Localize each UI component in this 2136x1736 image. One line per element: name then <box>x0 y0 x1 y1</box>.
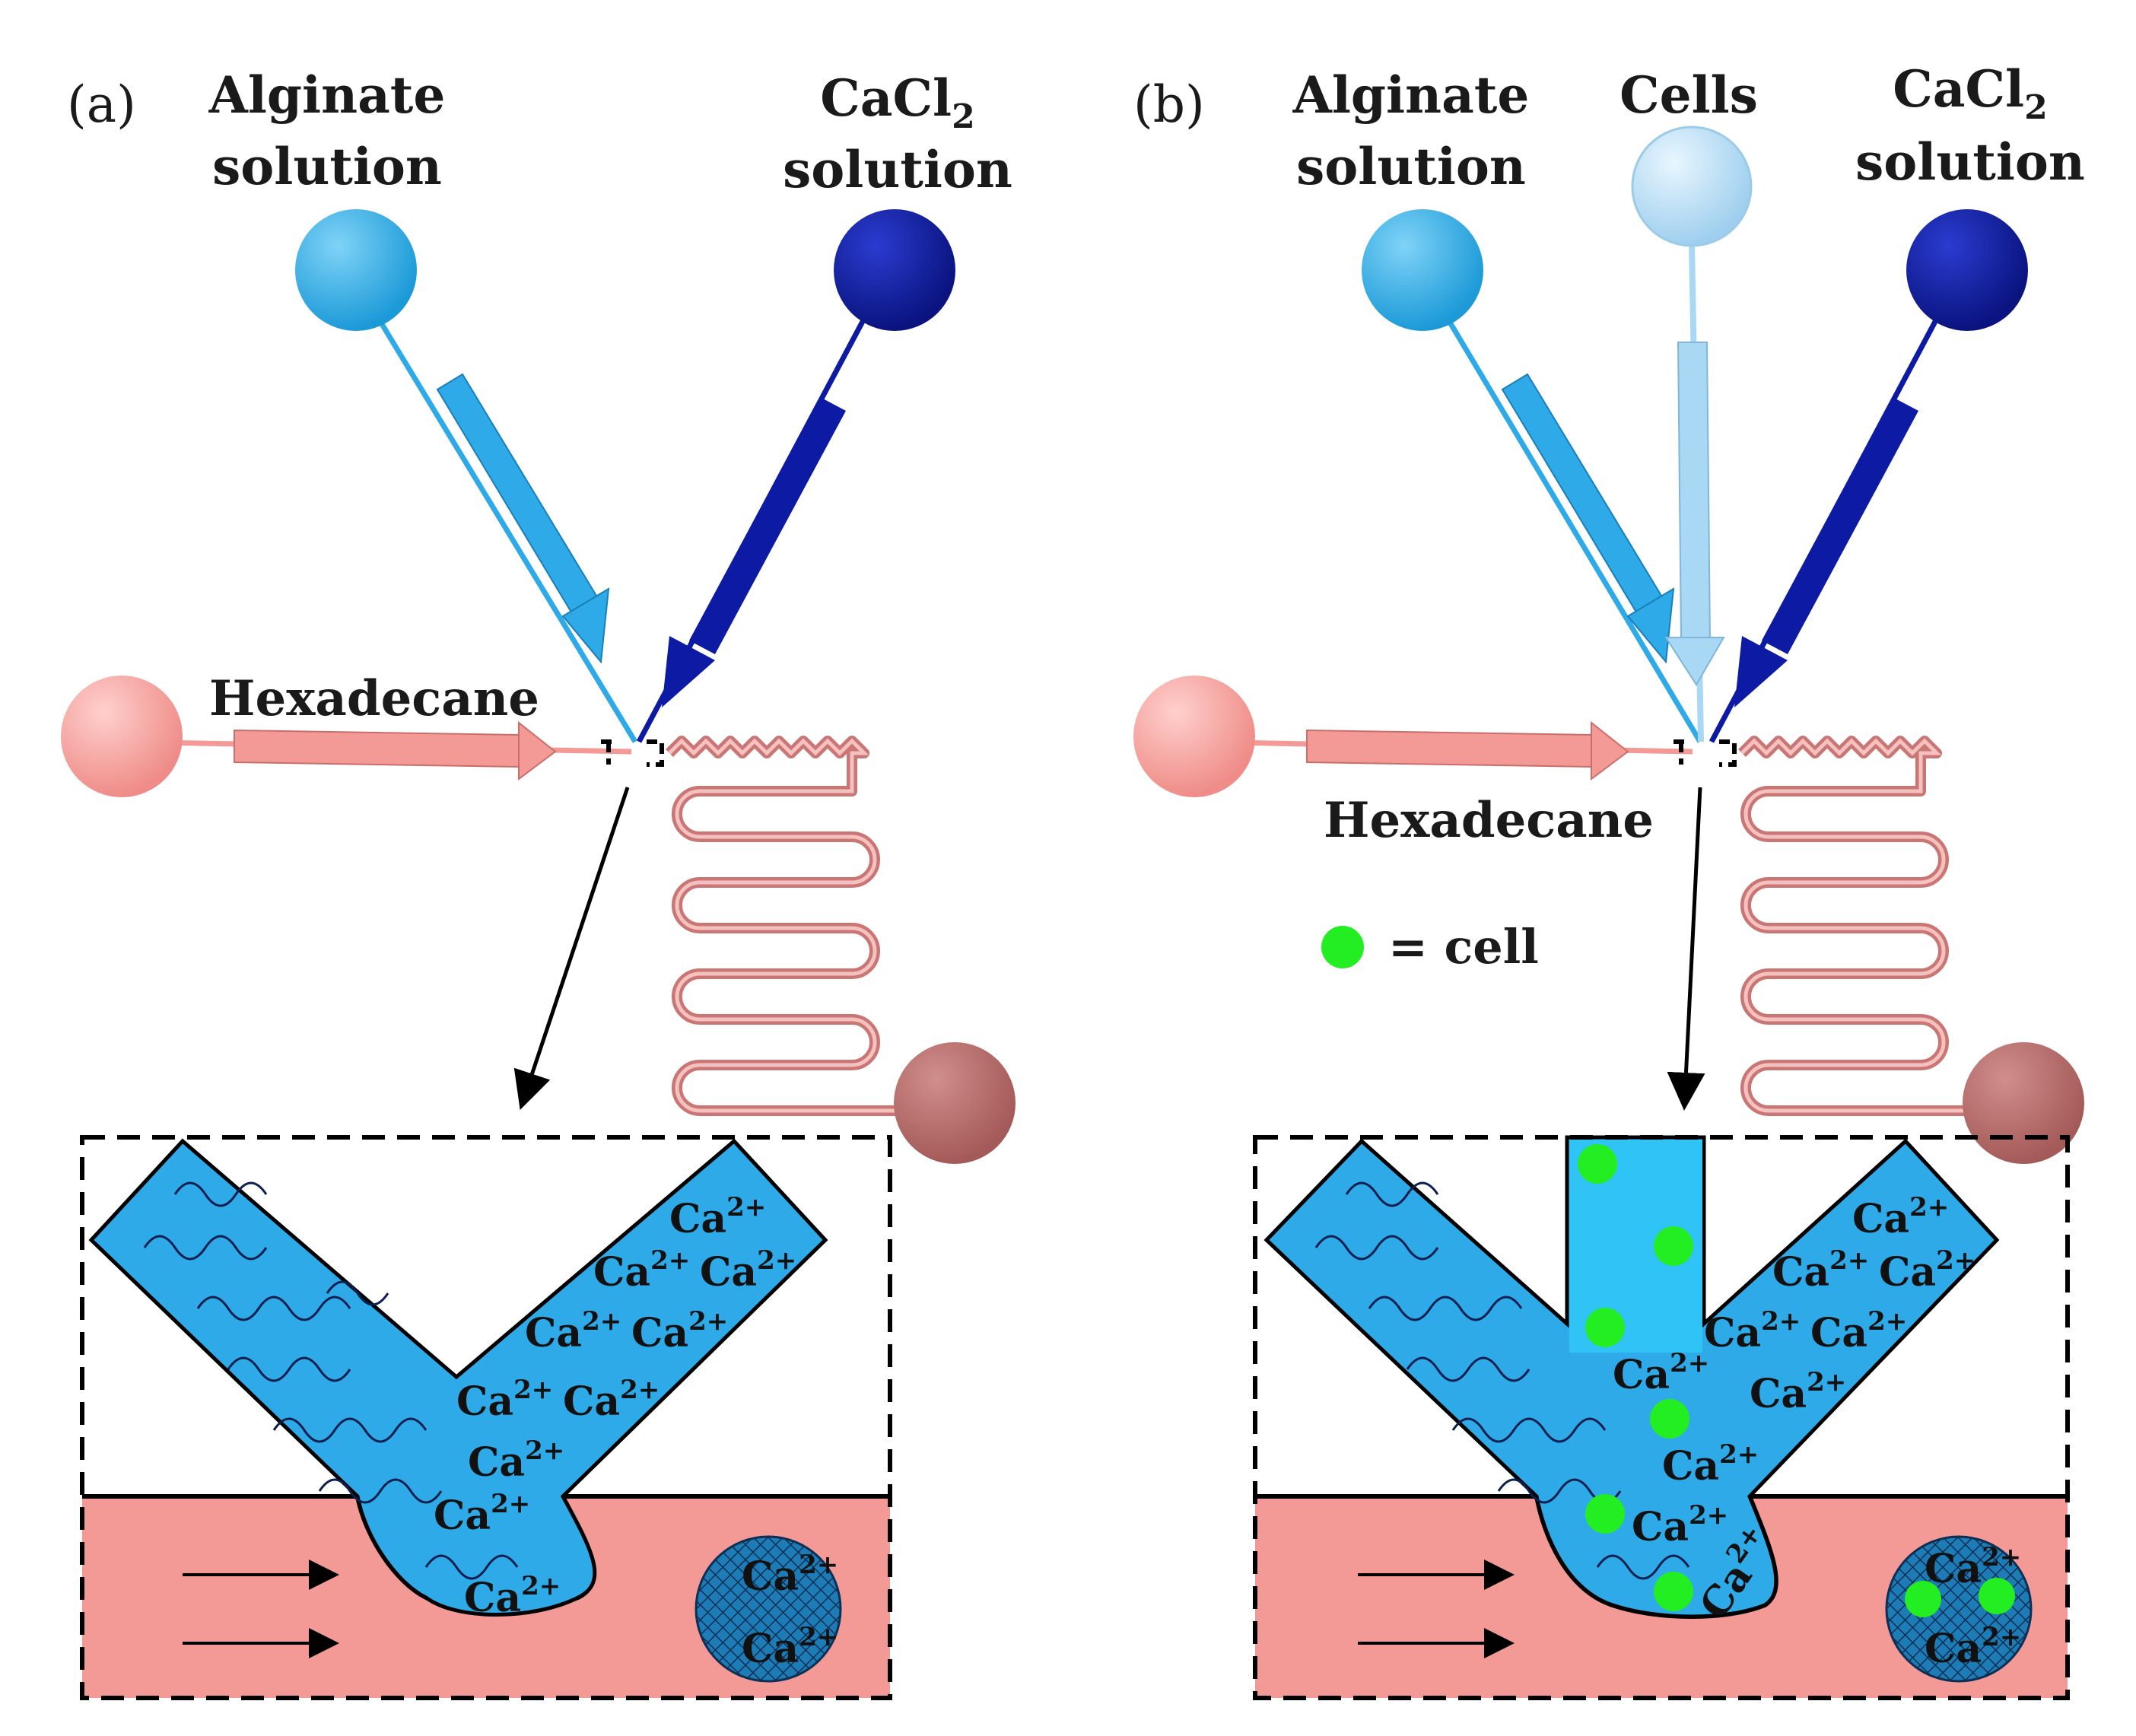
panel-a-alginate-inlet <box>295 209 637 743</box>
panel-b-alginate-label-2: solution <box>1296 137 1526 196</box>
panel-a-junction-marker <box>601 739 664 767</box>
panel-b-ion: Ca2+ <box>1879 1245 1975 1296</box>
panel-b-ion: Ca2+ <box>1852 1192 1949 1242</box>
panel-a-inset: Ca2+ Ca2+ Ca2+ Ca2+ Ca2+ Ca2+ Ca2+ Ca2+ … <box>80 1135 892 1700</box>
panel-b-gel-bead <box>1885 1535 2033 1683</box>
panel-b-cacl2-label-1: CaCl2 <box>1893 59 2048 127</box>
panel-b-bead-ion: Ca2+ <box>1925 1622 2021 1672</box>
panel-a-bead-ion: Ca2+ <box>742 1622 838 1672</box>
panel-a-ion: Ca2+ <box>563 1375 660 1425</box>
cacl2-reservoir-icon <box>1906 209 2028 331</box>
panel-b-inset-frame <box>1253 1135 2070 1700</box>
hexadecane-reservoir-icon <box>61 676 183 797</box>
panel-a-letter: (a) <box>67 75 136 134</box>
panel-b-cells-label: Cells <box>1619 65 1758 125</box>
panel-a-ion: Ca2+ <box>434 1489 530 1539</box>
cell-icon <box>1585 1494 1625 1534</box>
panel-b-ion: Ca2+ <box>1704 1306 1801 1356</box>
alginate-reservoir-icon <box>1362 209 1483 331</box>
panel-a-ion: Ca2+ <box>468 1436 564 1486</box>
panel-a-serpentine-channel <box>666 736 936 1116</box>
panel-b-ion: Ca2+ <box>1613 1348 1709 1398</box>
panel-b-hexadecane-label: Hexadecane <box>1324 792 1654 849</box>
panel-a-ion: Ca2+ <box>631 1306 728 1356</box>
panel-a-inset-frame <box>80 1135 892 1700</box>
panel-b-ion: Ca2+ <box>1750 1367 1846 1417</box>
panel-b-junction-marker <box>1674 739 1737 767</box>
panel-b-serpentine-channel <box>1738 736 2004 1116</box>
cell-icon <box>1979 1578 2015 1614</box>
cell-icon <box>1905 1581 1941 1617</box>
panel-a-ion: Ca2+ <box>464 1571 561 1621</box>
cell-icon <box>1654 1572 1693 1611</box>
panel-a-hexadecane-label: Hexadecane <box>209 670 539 727</box>
panel-b-letter: (b) <box>1133 75 1205 134</box>
cell-legend-icon <box>1321 926 1364 968</box>
panel-a-ion: Ca2+ <box>456 1375 553 1425</box>
panel-a-cacl2-label-1: CaCl2 <box>820 68 975 136</box>
panel-a-ion: Ca2+ <box>525 1306 621 1356</box>
panel-a-hexadecane-inlet <box>61 676 632 797</box>
panel-a-ion: Ca2+ <box>669 1192 766 1242</box>
cells-reservoir-icon <box>1631 126 1753 247</box>
panel-b-ion: Ca2+ <box>1662 1439 1759 1490</box>
cell-icon <box>1585 1308 1625 1347</box>
panel-a-zoom-arrow <box>513 787 630 1110</box>
alginate-reservoir-icon <box>295 209 417 331</box>
panel-b-inset: Ca2+ Ca2+ Ca2+ Ca2+ Ca2+ Ca2+ Ca2+ Ca2+ … <box>1253 1135 2070 1700</box>
panel-b-alginate-inlet <box>1362 209 1703 743</box>
panel-a-gel-bead <box>695 1535 842 1683</box>
hexadecane-reservoir-icon <box>1133 676 1255 797</box>
panel-b-cells-inlet <box>1631 126 1753 742</box>
panel-a-alginate-label-2: solution <box>212 137 442 196</box>
panel-b-hexadecane-inlet <box>1133 676 1693 797</box>
panel-b-outlet-reservoir-icon <box>1963 1042 2084 1164</box>
panel-b-bead-ion: Ca2+ <box>1925 1542 2021 1592</box>
panel-b-ion: Ca2+ <box>1632 1500 1728 1550</box>
cell-icon <box>1650 1399 1689 1439</box>
panel-a-ion: Ca2+ <box>593 1245 690 1296</box>
panel-b-ion: Ca2+ <box>1810 1306 1907 1356</box>
panel-b-zoom-arrow <box>1667 787 1705 1111</box>
panel-a-alginate-label-1: Alginate <box>208 65 446 125</box>
panel-b-alginate-label-1: Alginate <box>1292 65 1530 125</box>
panel-b-ion: Ca2+ <box>1772 1245 1869 1296</box>
cell-legend-label: = cell <box>1388 919 1539 975</box>
panel-a-cacl2-label-2: solution <box>783 140 1012 199</box>
cacl2-reservoir-icon <box>834 209 955 331</box>
cell-icon <box>1654 1226 1693 1266</box>
panel-a-bead-ion: Ca2+ <box>742 1550 838 1600</box>
panel-a-outlet-reservoir-icon <box>894 1042 1016 1164</box>
cell-icon <box>1578 1144 1617 1184</box>
panel-b-cacl2-label-2: solution <box>1855 132 2085 192</box>
panel-a-cacl2-inlet <box>636 209 955 743</box>
panel-a-ion: Ca2+ <box>700 1245 796 1296</box>
panel-b-cacl2-inlet <box>1708 209 2028 743</box>
